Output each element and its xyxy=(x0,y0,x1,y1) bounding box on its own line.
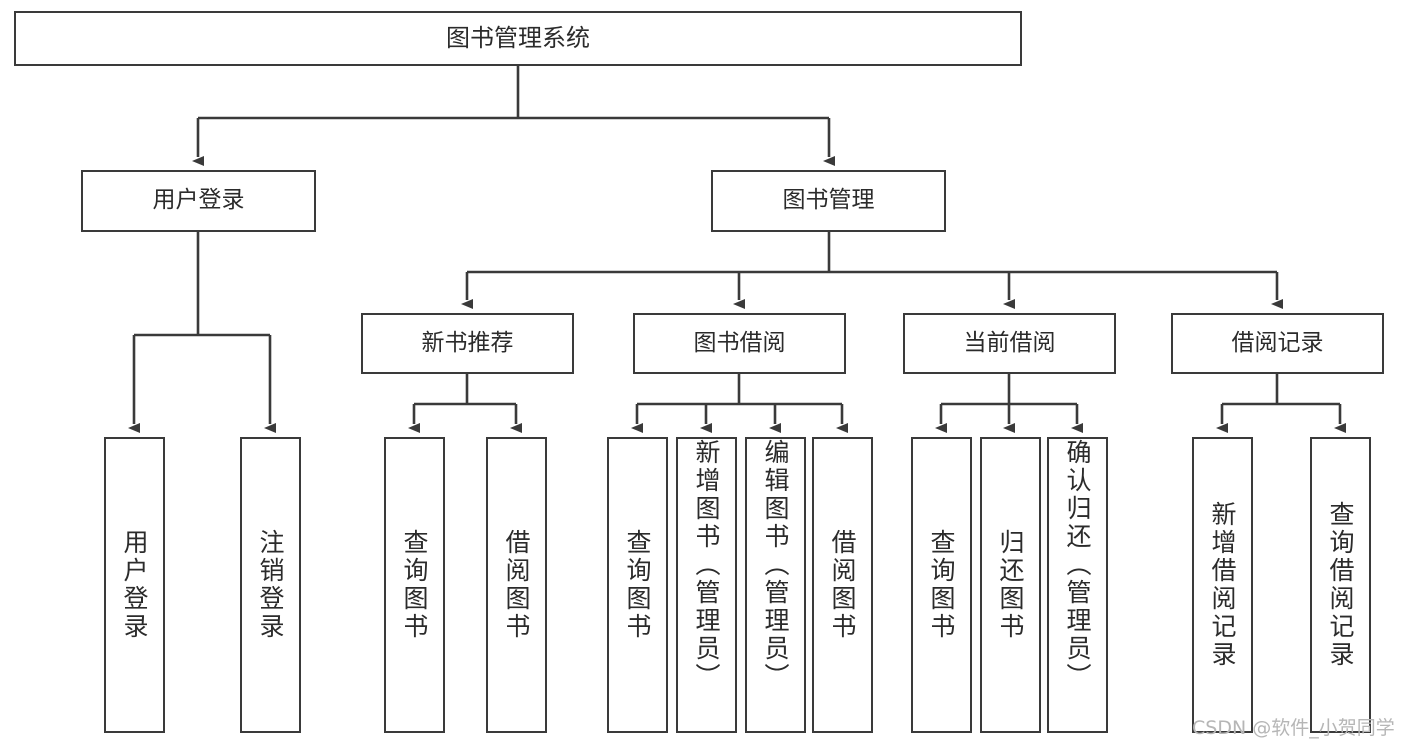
node-book-borrow-label: 图书借阅 xyxy=(693,329,786,356)
node-borrow-record[interactable]: 借阅记录 xyxy=(1171,313,1384,374)
leaf-label: 查询图书 xyxy=(400,529,429,641)
node-current-borrow[interactable]: 当前借阅 xyxy=(903,313,1116,374)
node-root-label: 图书管理系统 xyxy=(446,24,590,53)
node-book-management[interactable]: 图书管理 xyxy=(711,170,946,232)
node-new-book-recommend-label: 新书推荐 xyxy=(421,329,514,356)
leaf-label: 新增图书（管理员） xyxy=(692,439,721,691)
node-user-login-label: 用户登录 xyxy=(152,187,245,214)
leaf-label: 查询借阅记录 xyxy=(1326,501,1355,669)
leaf-current-borrow-query[interactable]: 查询图书 xyxy=(911,437,972,733)
leaf-borrow-record-query[interactable]: 查询借阅记录 xyxy=(1310,437,1371,733)
leaf-label: 新增借阅记录 xyxy=(1208,501,1237,669)
leaf-label: 注销登录 xyxy=(256,529,285,641)
leaf-book-borrow-add[interactable]: 新增图书（管理员） xyxy=(676,437,737,733)
leaf-user-login-login[interactable]: 用户登录 xyxy=(104,437,165,733)
leaf-new-book-query[interactable]: 查询图书 xyxy=(384,437,445,733)
leaf-label: 编辑图书（管理员） xyxy=(761,439,790,691)
leaf-label: 确认归还（管理员） xyxy=(1063,439,1092,691)
leaf-label: 查询图书 xyxy=(623,529,652,641)
node-user-login[interactable]: 用户登录 xyxy=(81,170,316,232)
leaf-label: 归还图书 xyxy=(996,529,1025,641)
node-book-management-label: 图书管理 xyxy=(782,187,875,214)
node-root[interactable]: 图书管理系统 xyxy=(14,11,1022,66)
leaf-user-login-logout[interactable]: 注销登录 xyxy=(240,437,301,733)
leaf-label: 借阅图书 xyxy=(828,529,857,641)
leaf-label: 用户登录 xyxy=(120,529,149,641)
leaf-current-borrow-confirm-return[interactable]: 确认归还（管理员） xyxy=(1047,437,1108,733)
leaf-current-borrow-return[interactable]: 归还图书 xyxy=(980,437,1041,733)
leaf-borrow-record-add[interactable]: 新增借阅记录 xyxy=(1192,437,1253,733)
leaf-book-borrow-query[interactable]: 查询图书 xyxy=(607,437,668,733)
leaf-label: 查询图书 xyxy=(927,529,956,641)
node-borrow-record-label: 借阅记录 xyxy=(1231,329,1324,356)
leaf-label: 借阅图书 xyxy=(502,529,531,641)
leaf-book-borrow-edit[interactable]: 编辑图书（管理员） xyxy=(745,437,806,733)
leaf-book-borrow-borrow[interactable]: 借阅图书 xyxy=(812,437,873,733)
node-current-borrow-label: 当前借阅 xyxy=(963,329,1056,356)
watermark: CSDN @软件_小贺同学 xyxy=(1192,717,1395,739)
node-book-borrow[interactable]: 图书借阅 xyxy=(633,313,846,374)
leaf-new-book-borrow[interactable]: 借阅图书 xyxy=(486,437,547,733)
node-new-book-recommend[interactable]: 新书推荐 xyxy=(361,313,574,374)
